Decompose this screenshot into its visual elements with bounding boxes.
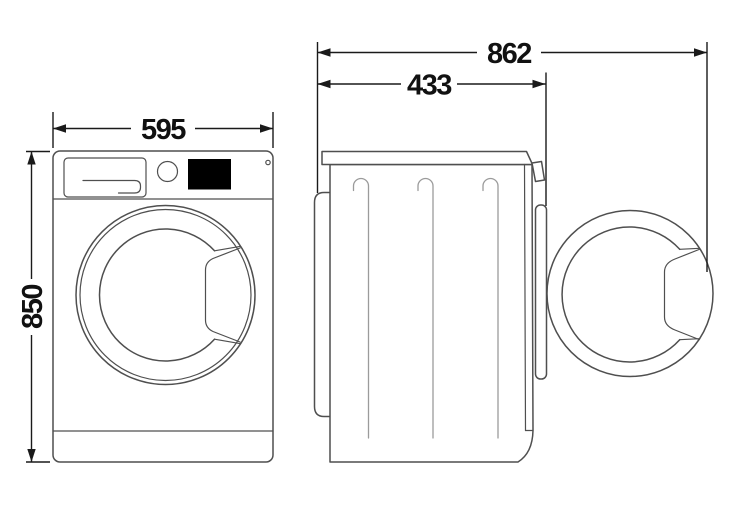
door-outer-ring [75,204,256,386]
side-panel-groove-2 [417,177,434,439]
depth-body-arrow-right [532,79,546,89]
height-label: 850 [17,285,49,329]
door-handle-upper-line [213,245,242,252]
door-handle-lower-line [213,338,242,345]
dimension-width: 595 [52,112,274,148]
depth-total-arrow-right [694,48,707,57]
front-door [75,204,256,386]
side-view [313,150,714,463]
program-knob [156,160,179,183]
width-arrow-right [260,124,273,133]
open-door-outer [546,209,714,378]
drawer-handle [82,179,142,194]
front-view [52,150,274,463]
width-arrow-left [53,124,66,133]
power-button-dot [265,159,271,166]
open-door-side [546,209,714,378]
side-body-outline [329,163,534,463]
door-handle-pocket [204,247,241,343]
depth-body-label: 433 [407,70,452,102]
depth-body-arrow-left [317,79,331,89]
side-panel-groove-1 [352,177,370,439]
detergent-drawer [63,157,147,198]
open-door-handle-upper-line [679,247,701,250]
dimension-depth-body: 433 [317,70,547,206]
height-arrow-bottom [27,449,36,462]
control-panel-tab [531,160,546,183]
dimension-height: 850 [17,150,50,463]
open-door-glass [561,226,681,363]
door-glass [98,228,216,362]
dimension-depth-door-open: 862 [316,38,708,272]
door-inner-ring [79,208,252,382]
front-panel-seam [523,163,527,432]
depth-total-label: 862 [487,38,531,70]
display-panel [188,159,231,190]
depth-total-arrow-left [317,48,331,57]
rear-panel-bump [313,191,330,418]
open-door-handle-pocket [663,248,700,341]
height-arrow-top [27,151,36,165]
door-hinge-bar [534,204,548,380]
top-lid [321,150,534,166]
side-panel-groove-3 [482,177,499,439]
width-label: 595 [141,114,186,146]
